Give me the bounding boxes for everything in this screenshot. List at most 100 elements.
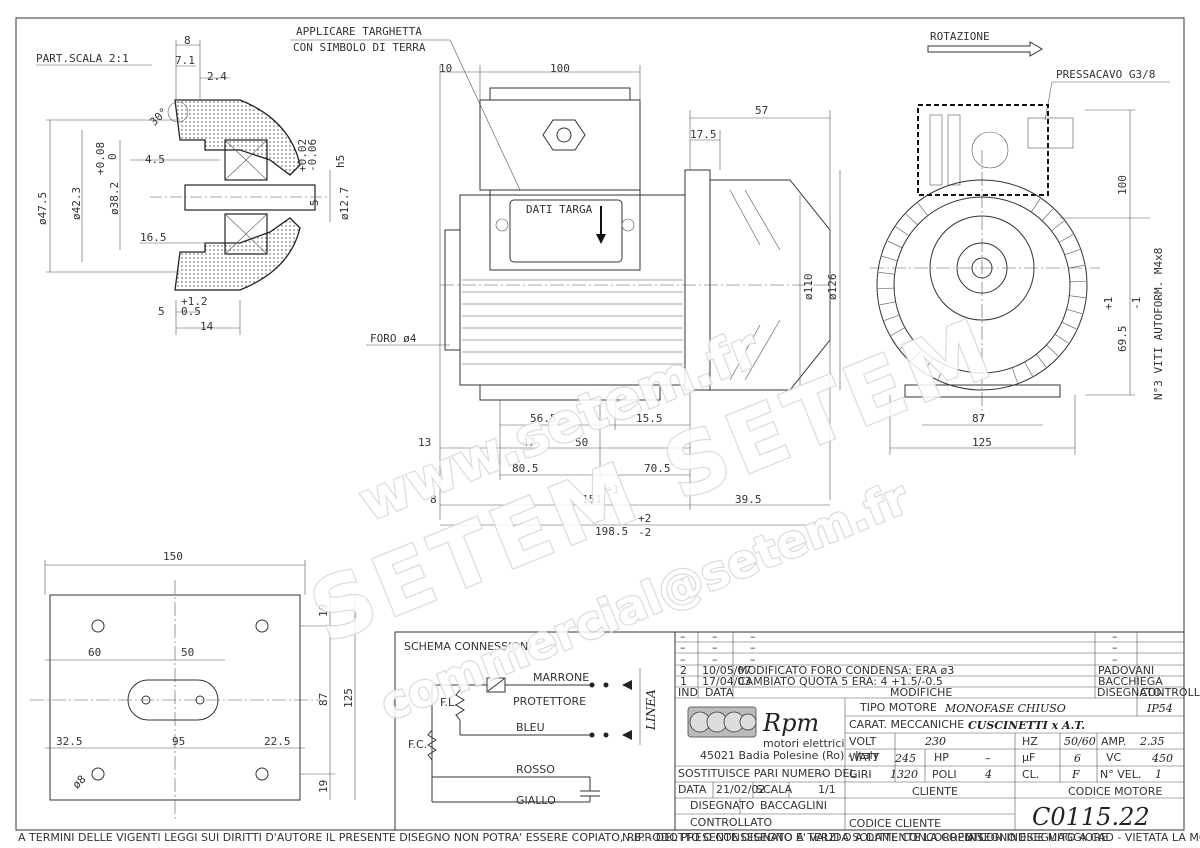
hole-note: FORO ø4: [370, 332, 417, 345]
side-tol-151: +1: [606, 483, 619, 496]
hz-value: 50/60: [1064, 735, 1096, 748]
front-dim-100: 100: [1116, 175, 1129, 195]
cooling-fin: [1054, 333, 1069, 344]
side-dim-50: 50: [575, 436, 588, 449]
amp-value: 2.35: [1139, 735, 1165, 748]
cooling-fin: [1068, 264, 1085, 269]
side-dim-198-5: 198.5: [595, 525, 628, 538]
dim-5: 5: [158, 305, 165, 318]
connection-schema: MARRONE PROTETTORE BLEU ROSSO GIALLO F.L…: [408, 668, 658, 807]
base-dim-87: 87: [317, 693, 330, 706]
company-logo-text: Rpm: [762, 709, 819, 737]
rev-blank-4: –: [1112, 630, 1118, 643]
plate-note-1: APPLICARE TARGHETTA: [296, 25, 422, 38]
wire-giallo: GIALLO: [516, 794, 556, 807]
client-code-label: CODICE CLIENTE: [849, 817, 941, 830]
bearing-bottom: [224, 213, 268, 255]
side-dim-13: 13: [418, 436, 431, 449]
wire-marrone: MARRONE: [533, 671, 589, 684]
scale-value: 1/1: [818, 783, 836, 796]
date-value: 21/02/02: [716, 783, 765, 796]
poli-label: POLI: [932, 768, 957, 781]
footer-note: N.B. - DEL PRESENTE DISEGNO E' VALIDA SO…: [622, 831, 1112, 844]
rev-date-2: 10/05/07: [702, 664, 751, 677]
rev-blank-10: –: [712, 653, 718, 666]
protector-label: PROTETTORE: [513, 695, 586, 708]
wire-rosso: ROSSO: [516, 763, 555, 776]
motor-type-label: TIPO MOTORE: [859, 701, 937, 714]
hz-label: HZ: [1022, 735, 1038, 748]
rev-blank-2: –: [712, 630, 718, 643]
title-block: SCHEMA CONNESSIONI MARRONE: [394, 630, 1200, 831]
base-plate-view: 150 60 50 32.5 95 22.5 ø8 19 19 87 125: [30, 550, 356, 820]
dim-8: 8: [184, 34, 191, 47]
cooling-fin: [1041, 208, 1054, 221]
side-dim-dia-110: ø110: [802, 274, 815, 301]
cooling-fin: [1024, 361, 1033, 377]
uf-label: µF: [1022, 751, 1035, 764]
dim-5-shaft: 5: [308, 199, 321, 206]
base-dim-dia-8: ø8: [70, 773, 89, 792]
nameplate: [509, 199, 623, 263]
front-view: ROTAZIONE PRESSACAVO G3/8 87 125: [870, 30, 1170, 455]
base-dim-22-5: 22.5: [264, 735, 291, 748]
bearing-top: [224, 139, 268, 181]
tol-5-lo: 0.5: [181, 305, 201, 318]
cooling-fin: [890, 327, 906, 336]
side-view: APPLICARE TARGHETTA CON SIMBOLO DI TERRA…: [290, 25, 841, 539]
motor-code: C0115.22: [1032, 803, 1150, 831]
base-dim-150: 150: [163, 550, 183, 563]
base-dim-125: 125: [342, 688, 355, 708]
cl-value: F: [1071, 768, 1080, 781]
uf-value: 6: [1074, 752, 1081, 765]
cooling-fin: [878, 287, 895, 289]
cable-gland-label: PRESSACAVO G3/8: [1056, 68, 1155, 81]
cooling-fin: [899, 338, 913, 350]
date-label: DATA: [678, 783, 707, 796]
detail-housing-top: [174, 99, 301, 176]
side-dim-56-5: 56.5: [530, 412, 557, 425]
rev-drawn-2: PADOVANI: [1098, 664, 1154, 677]
nvel-label: N° VEL.: [1100, 768, 1141, 781]
dim-dia-47-5: ø47.5: [36, 192, 49, 225]
tol-38-2-hi: +0.08: [94, 142, 107, 175]
rev-drawn-1: BACCHIEGA: [1098, 675, 1163, 688]
side-tol-198-lo: -2: [638, 526, 651, 539]
poli-value: 4: [984, 768, 992, 781]
cooling-fin: [1066, 308, 1083, 314]
base-dim-95: 95: [172, 735, 185, 748]
ip-rating: IP54: [1146, 702, 1173, 715]
dim-16-5: 16.5: [140, 231, 167, 244]
front-terminal-box: [917, 104, 1049, 196]
front-tol-69-hi: +1: [1102, 297, 1115, 310]
company-name: motori elettrici: [763, 737, 844, 750]
detail-title: PART.SCALA 2:1: [36, 52, 129, 65]
cooling-fin: [917, 202, 929, 216]
screws-note: N°3 VITI AUTOFORM. M4x8: [1152, 248, 1165, 400]
rev-hdr-mod: MODIFICHE: [890, 686, 952, 699]
cooling-fin: [1051, 220, 1065, 232]
cooling-fin: [895, 226, 910, 237]
cable-gland-nut: [542, 119, 586, 151]
front-dim-125: 125: [972, 436, 992, 449]
side-dim-80-5: 80.5: [512, 462, 539, 475]
side-dim-10: 10: [439, 62, 452, 75]
rotation-arrow-icon: [927, 41, 1043, 57]
vc-value: 450: [1151, 752, 1173, 765]
front-foot: [904, 384, 1061, 398]
cooling-fin: [1046, 344, 1059, 357]
dim-2-4: 2.4: [207, 70, 227, 83]
cooling-fin: [878, 272, 895, 275]
fl-label: F.L.: [440, 696, 458, 709]
company-logo: [687, 706, 757, 738]
cooling-fin: [1069, 281, 1086, 283]
cooling-fin: [881, 256, 898, 262]
tol-12-7-hi: +0.02: [296, 139, 309, 172]
watt-label: WATT: [849, 751, 879, 764]
replaces-value: –: [820, 767, 826, 780]
linea-label: LINEA: [644, 689, 658, 731]
tol-38-2-lo: 0: [106, 153, 119, 160]
wire-bleu: BLEU: [516, 721, 545, 734]
detail-view: PART.SCALA 2:1: [36, 34, 351, 335]
plate-note-2: CON SIMBOLO DI TERRA: [293, 41, 426, 54]
